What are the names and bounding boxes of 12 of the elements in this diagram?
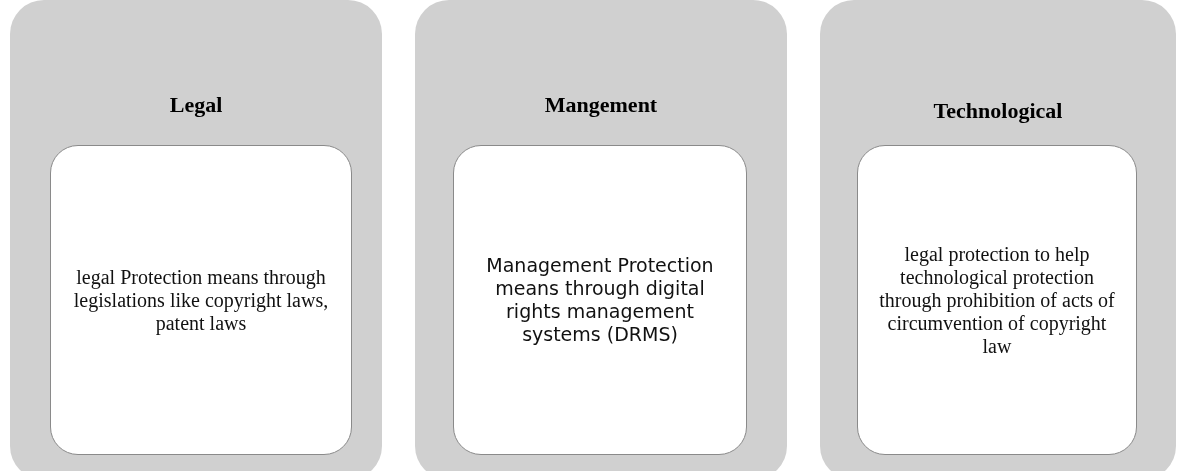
panel-heading: Legal [168, 92, 224, 118]
category-panel [10, 0, 382, 471]
description-text: legal protection to help technological protection through prohibition of acts of circumvention of copyright law [878, 242, 1116, 358]
description-box [453, 145, 747, 455]
panel-heading: Technological [932, 98, 1064, 124]
description-text: legal Protection means through legislations like copyright laws, patent laws [72, 265, 330, 335]
category-panel [820, 0, 1176, 471]
description-box [857, 145, 1137, 455]
category-panel [415, 0, 787, 471]
panel-heading: Mangement [543, 92, 659, 118]
description-text: Management Protection means through digital rights management systems (DRMS) [485, 254, 715, 346]
description-box [50, 145, 352, 455]
